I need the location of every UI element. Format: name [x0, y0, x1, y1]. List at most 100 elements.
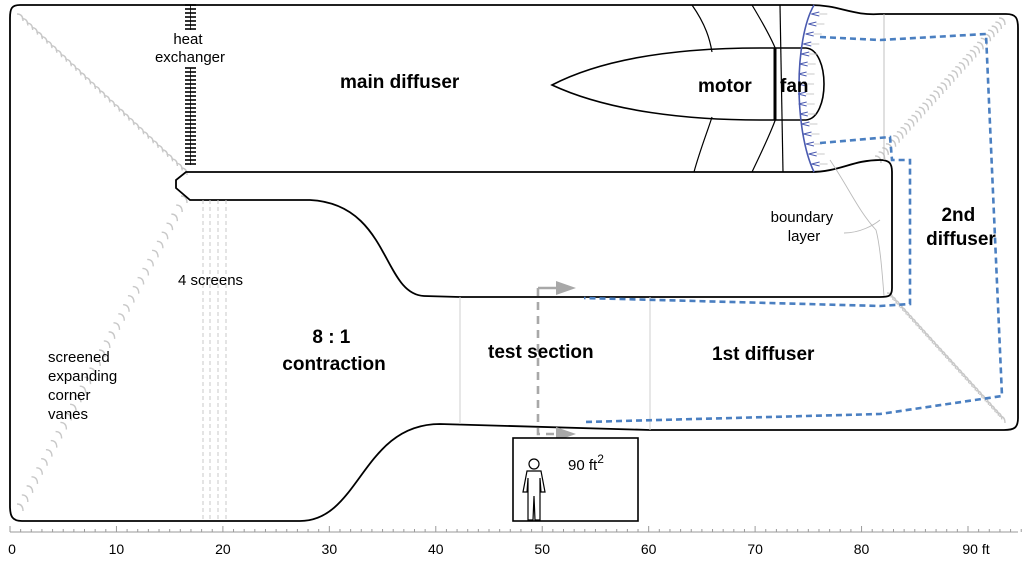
fan-blade-tick [805, 31, 814, 37]
corner-vane [176, 162, 183, 171]
corner-vane [50, 439, 58, 448]
corner-vane [919, 328, 927, 337]
corner-vane [108, 99, 116, 108]
person-icon [522, 458, 546, 521]
corner-vane [926, 98, 933, 107]
corner-vane [60, 421, 68, 430]
corner-vane [975, 389, 983, 398]
corner-vane [995, 411, 1003, 420]
corner-vanes-label: screened expanding corner vanes [48, 349, 121, 423]
corner-vane [127, 294, 135, 303]
corner-vane [142, 267, 150, 276]
corner-vane [890, 295, 897, 304]
corner-vane [903, 310, 911, 319]
corner-vane [89, 367, 97, 376]
flow-arrowhead-top [556, 281, 576, 295]
corner-vane [84, 376, 92, 385]
corner-vane [959, 371, 967, 380]
scale-axis-label: 30 [322, 541, 338, 557]
corner-vane [65, 412, 72, 421]
corner-vane [900, 306, 907, 315]
corner-vane [103, 94, 111, 103]
corner-vane [906, 314, 914, 322]
corner-vane [886, 292, 894, 301]
second-diffuser-label: 2nd diffuser [926, 205, 996, 250]
corner-vane [31, 476, 39, 484]
contraction-label: 8 : 1 contraction [282, 327, 385, 375]
corner-vane [166, 222, 174, 231]
corner-vane [108, 331, 116, 339]
fan-blade-tick [803, 131, 812, 137]
corner-vane [156, 240, 164, 249]
corner-vane [132, 122, 140, 130]
corner-vane [132, 285, 140, 294]
corner-vane [946, 357, 953, 366]
corner-vane [916, 324, 924, 333]
corner-vane [156, 144, 164, 153]
corner-vane [874, 155, 882, 164]
corner-vane [900, 126, 908, 135]
corner-vane [60, 54, 68, 62]
heat-exchanger-hatch [185, 4, 196, 165]
corner-vane [152, 140, 159, 148]
corner-vane [979, 393, 986, 402]
corner-vane [991, 25, 999, 34]
scale-axis-label: 80 [854, 541, 870, 557]
corner-vane [952, 364, 960, 373]
corner-vane [929, 94, 937, 103]
corner-vane [882, 147, 889, 155]
corner-vane [896, 130, 904, 139]
corner-vane [103, 340, 111, 348]
corner-vane [147, 258, 154, 267]
corner-vane [939, 350, 947, 358]
diffuser-guide-lines [583, 32, 1004, 424]
corner-vane [907, 118, 915, 127]
corner-vane [936, 86, 944, 95]
corner-vane [89, 81, 97, 89]
corner-vane [137, 126, 145, 135]
corner-vane [955, 66, 962, 74]
corner-vanes [16, 13, 1006, 512]
corner-vane [956, 368, 963, 376]
corner-vane [31, 26, 39, 35]
corner-vane [969, 49, 977, 58]
first-diffuser-label: 1st diffuser [712, 344, 815, 365]
scale-axis-label: 50 [534, 541, 550, 557]
corner-vane [74, 394, 82, 403]
heat-exchanger-label: heat exchanger [155, 31, 225, 66]
fan-blade-tick [808, 21, 817, 27]
corner-vane [21, 494, 29, 502]
corner-vane [904, 122, 911, 131]
corner-vane [942, 353, 950, 362]
fan-blade-tick [798, 101, 807, 107]
corner-vane [161, 231, 169, 240]
corner-vane [913, 321, 921, 329]
corner-vane [915, 110, 922, 119]
corner-vane [36, 31, 43, 40]
corner-vane [84, 76, 92, 85]
main-diffuser-label: main diffuser [340, 72, 460, 93]
tunnel-outer-wall [9, 4, 1019, 522]
corner-vane [123, 304, 130, 312]
corner-vane [26, 22, 34, 31]
corner-vane [977, 41, 984, 50]
corner-vane [176, 204, 183, 213]
fan-blade-tick [798, 71, 807, 77]
scale-axis-label: 90 ft [962, 541, 989, 557]
fan-blade-tick [808, 151, 817, 157]
corner-vane [936, 346, 944, 355]
corner-vane [940, 82, 948, 90]
corner-vane [118, 108, 125, 117]
corner-vane [94, 85, 101, 94]
corner-vane [113, 322, 121, 330]
area-label: 90 ft2 [568, 452, 604, 474]
corner-vane [985, 400, 993, 409]
corner-vane [55, 430, 63, 439]
corner-vane [16, 503, 24, 512]
corner-vane [137, 276, 145, 285]
corner-vane [923, 332, 930, 340]
corner-vane [161, 149, 169, 157]
corner-vane [933, 90, 941, 99]
corner-vane [16, 13, 24, 22]
corner-vane [911, 114, 919, 123]
